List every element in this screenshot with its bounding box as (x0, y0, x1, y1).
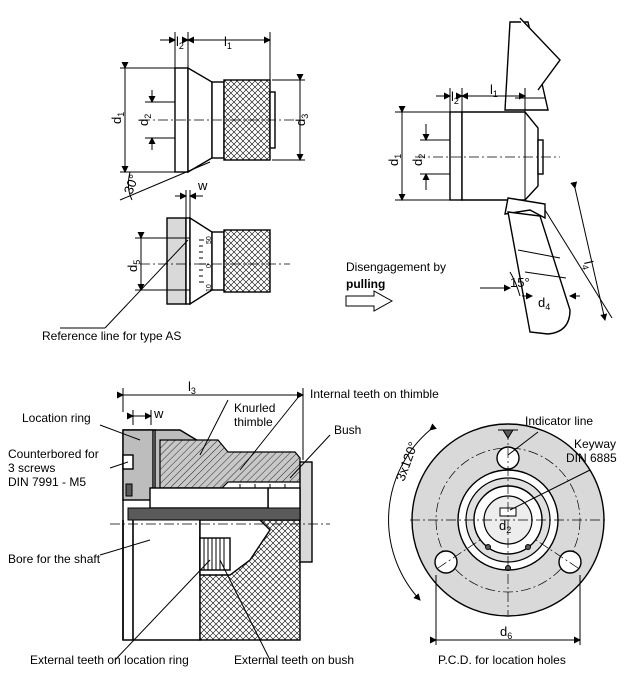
dim-d2: d2 (136, 114, 153, 126)
vernier-scale (199, 239, 206, 283)
label-location-ring: Location ring (22, 411, 91, 425)
label-3-screws: 3 screws (8, 461, 55, 475)
dim-d6: d6 (500, 624, 512, 641)
dim-d1: d1 (109, 112, 126, 124)
section-view-bottom-left: l3 w (8, 379, 439, 667)
dim-angle-3x120: 3x120° (393, 440, 421, 483)
dim-l2: l2 (176, 34, 184, 51)
label-indicator-line: Indicator line (525, 414, 593, 428)
label-thimble: thimble (234, 415, 273, 429)
label-disengagement: Disengagement by (346, 260, 446, 274)
label-keyway: Keyway (574, 437, 616, 451)
scale-tick-50: 50 (206, 236, 213, 244)
dim-l1: l1 (224, 34, 232, 51)
dim-d2-front: d2 (499, 518, 511, 535)
label-din-7991: DIN 7991 - M5 (8, 475, 86, 489)
dim-d4: d4 (538, 295, 550, 312)
label-reference-line: Reference line for type AS (42, 329, 181, 343)
dim-d3: d3 (293, 114, 310, 126)
dim-w-top: w (197, 178, 208, 193)
dim-angle-15: 15° (510, 275, 530, 290)
label-internal-teeth: Internal teeth on thimble (310, 387, 439, 401)
dim-d2-right: d2 (410, 154, 427, 166)
dim-l3: l3 (188, 379, 196, 396)
pull-arrow-icon (345, 290, 394, 312)
label-bush: Bush (334, 423, 361, 437)
scale-tick-10: 10 (206, 284, 213, 292)
label-din-6885: DIN 6885 (566, 451, 617, 465)
front-view-bottom-right: 3x120° Indicator line Keyway DIN 6885 d2… (388, 414, 617, 667)
label-counterbored: Counterbored for (8, 447, 99, 461)
label-pcd: P.C.D. for location holes (438, 653, 566, 667)
label-pulling: pulling (346, 277, 385, 291)
scale-tick-0: 0 (206, 264, 213, 268)
dim-w-section: w (153, 406, 164, 421)
internal-teeth-strip (239, 484, 286, 488)
dim-d1-right: d1 (386, 154, 403, 166)
dim-angle-30: 30° (121, 172, 142, 196)
dim-l2-right: l2 (451, 89, 459, 106)
disengagement-note: Disengagement by pulling (345, 260, 446, 312)
label-knurled: Knurled (234, 401, 275, 415)
dim-l4: l4 (579, 259, 597, 271)
dim-l1-right: l1 (490, 82, 498, 99)
side-view-top-right: l2 l1 d1 d2 l4 15° d4 (386, 17, 613, 335)
scale-view-type-as: w 50 0 10 d5 Reference line for type AS (42, 178, 290, 343)
label-ext-teeth-bush: External teeth on bush (234, 653, 354, 667)
dim-d5: d5 (125, 260, 142, 272)
side-view-top-left: l2 l1 d1 d2 d3 30° (109, 32, 310, 201)
label-ext-teeth-ring: External teeth on location ring (30, 653, 189, 667)
label-bore: Bore for the shaft (8, 552, 101, 566)
